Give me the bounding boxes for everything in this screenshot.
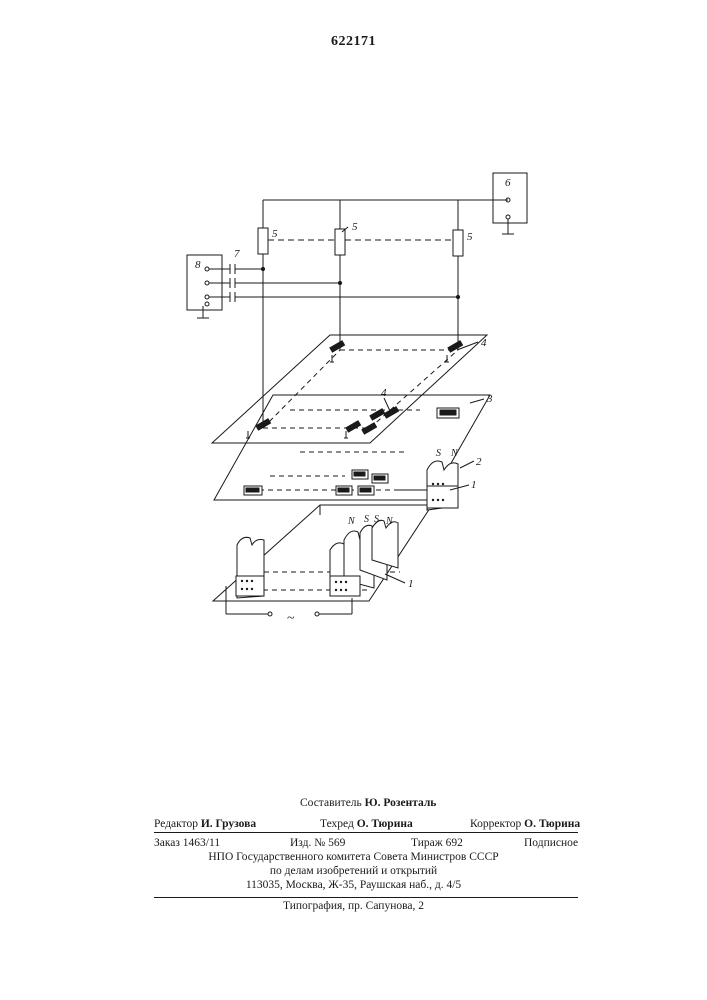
junction-right bbox=[456, 295, 459, 298]
generator-8-terminal-3 bbox=[205, 295, 209, 299]
leader-2 bbox=[460, 461, 474, 468]
chip-3-b-core bbox=[246, 488, 259, 492]
resistor-5-right bbox=[453, 230, 463, 256]
circulation: Тираж 692 bbox=[411, 837, 463, 849]
label-block-1-a: 1 bbox=[471, 479, 477, 491]
org-line-1: НПО Государственного комитета Совета Мин… bbox=[0, 851, 707, 863]
chip-3-c-core bbox=[354, 472, 365, 476]
electrode-4-g bbox=[384, 407, 399, 418]
label-resistor-5-middle: 5 bbox=[352, 221, 358, 233]
label-generator-8: 8 bbox=[195, 259, 201, 271]
imprint-rule bbox=[154, 832, 578, 833]
compiler-name: Ю. Розенталь bbox=[365, 797, 437, 809]
label-pole-s-center-1: S bbox=[364, 514, 369, 525]
label-resistor-5-right: 5 bbox=[467, 231, 473, 243]
label-generator-6: 6 bbox=[505, 177, 511, 189]
generator-6-terminal-bottom bbox=[506, 215, 510, 219]
corrector-label: Корректор bbox=[470, 818, 521, 830]
chip-3-a-core bbox=[440, 410, 456, 415]
printer: Типография, пр. Сапунова, 2 bbox=[0, 900, 707, 912]
order-number: Заказ 1463/11 bbox=[154, 837, 220, 849]
corrector-field: Корректор О. Тюрина bbox=[470, 818, 580, 830]
generator-8-terminal-4 bbox=[205, 302, 209, 306]
label-capacitor-7: 7 bbox=[234, 248, 240, 260]
label-plate-4-a: 4 bbox=[481, 337, 487, 349]
compiler-label: Составитель bbox=[300, 797, 362, 809]
label-pole-s-right: S bbox=[436, 448, 441, 459]
resistor-5-middle bbox=[335, 229, 345, 255]
junction-left bbox=[261, 267, 264, 270]
chip-3-d-core bbox=[374, 476, 385, 480]
generator-8-terminal-2 bbox=[205, 281, 209, 285]
org-address: 113035, Москва, Ж-35, Раушская наб., д. … bbox=[0, 879, 707, 891]
label-block-1-b: 1 bbox=[408, 578, 414, 590]
org-line-2: по делам изобретений и открытий bbox=[0, 865, 707, 877]
subscription: Подписное bbox=[524, 837, 578, 849]
magnet-block-center-d bbox=[372, 520, 398, 568]
edition-number: Изд. № 569 bbox=[290, 837, 345, 849]
leader-1b bbox=[385, 574, 405, 583]
label-pole-n-center-2: N bbox=[385, 516, 394, 527]
editor-field: Редактор И. Грузова bbox=[154, 818, 256, 830]
label-pole-n-right: N bbox=[450, 448, 459, 459]
leader-3 bbox=[470, 399, 484, 403]
label-plate-3: 3 bbox=[486, 393, 493, 405]
label-pole-s-center-2: S bbox=[374, 514, 379, 525]
corrector-name: О. Тюрина bbox=[524, 818, 580, 830]
label-resistor-5-left: 5 bbox=[272, 228, 278, 240]
ac-terminal-right bbox=[315, 612, 319, 616]
leader-4b bbox=[384, 398, 390, 411]
label-magnet-2: 2 bbox=[476, 456, 482, 468]
label-pole-n-center-1: N bbox=[347, 516, 356, 527]
editor-name: И. Грузова bbox=[201, 818, 256, 830]
electrode-4-b bbox=[448, 341, 463, 352]
electrode-4-e bbox=[362, 423, 377, 434]
magnet-block-left-base bbox=[236, 576, 264, 596]
electrode-4-d bbox=[346, 421, 361, 432]
resistor-5-left bbox=[258, 228, 268, 254]
chip-3-f-core bbox=[360, 488, 371, 492]
junction-mid bbox=[338, 281, 341, 284]
generator-8-terminal-1 bbox=[205, 267, 209, 271]
label-ac-symbol: ~ bbox=[287, 611, 295, 626]
label-plate-4-b: 4 bbox=[381, 387, 387, 399]
ac-terminal-left bbox=[268, 612, 272, 616]
techred-field: Техред О. Тюрина bbox=[320, 818, 413, 830]
magnet-block-center-base bbox=[330, 576, 360, 596]
printer-rule bbox=[154, 897, 578, 898]
techred-label: Техред bbox=[320, 818, 354, 830]
techred-name: О. Тюрина bbox=[357, 818, 413, 830]
editor-label: Редактор bbox=[154, 818, 198, 830]
chip-3-e-core bbox=[338, 488, 349, 492]
compiler-line: Составитель Ю. Розенталь bbox=[300, 797, 436, 809]
